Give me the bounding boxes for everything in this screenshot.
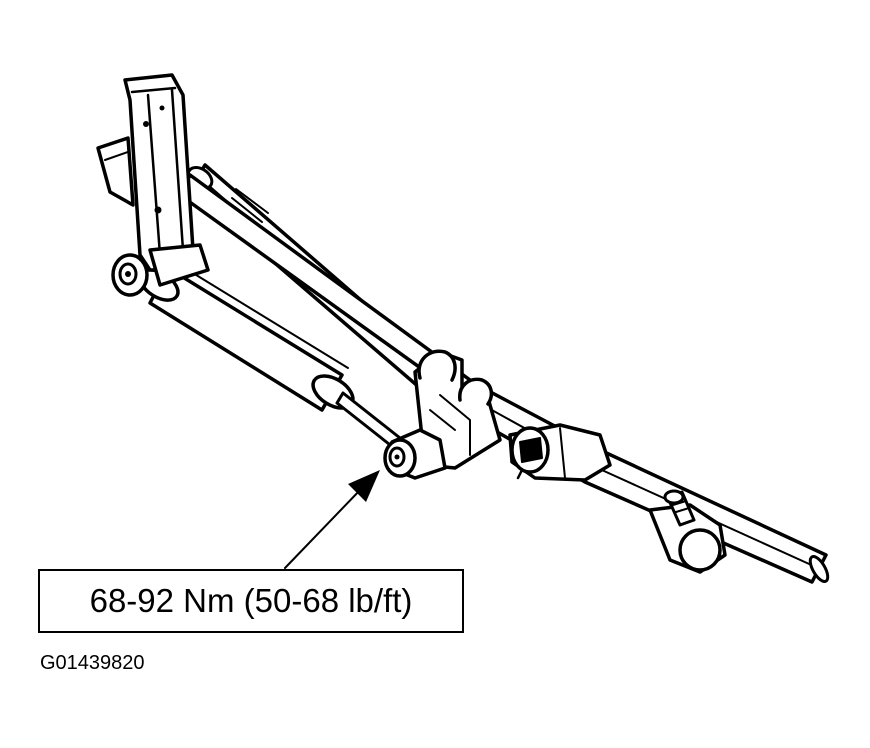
callout-leader [284, 470, 380, 569]
arrowhead-icon [348, 470, 380, 502]
figure-id: G01439820 [40, 652, 145, 674]
ball-joint-center [508, 423, 612, 482]
torque-spec-text: 68-92 Nm (50-68 lb/ft) [89, 582, 413, 619]
damper-end-nut [383, 428, 447, 480]
mounting-bracket [96, 73, 210, 297]
steering-damper [138, 261, 402, 450]
tie-rod-end [648, 489, 727, 574]
torque-spec-callout: 68-92 Nm (50-68 lb/ft) [38, 569, 464, 633]
damper-clamp [413, 349, 502, 470]
